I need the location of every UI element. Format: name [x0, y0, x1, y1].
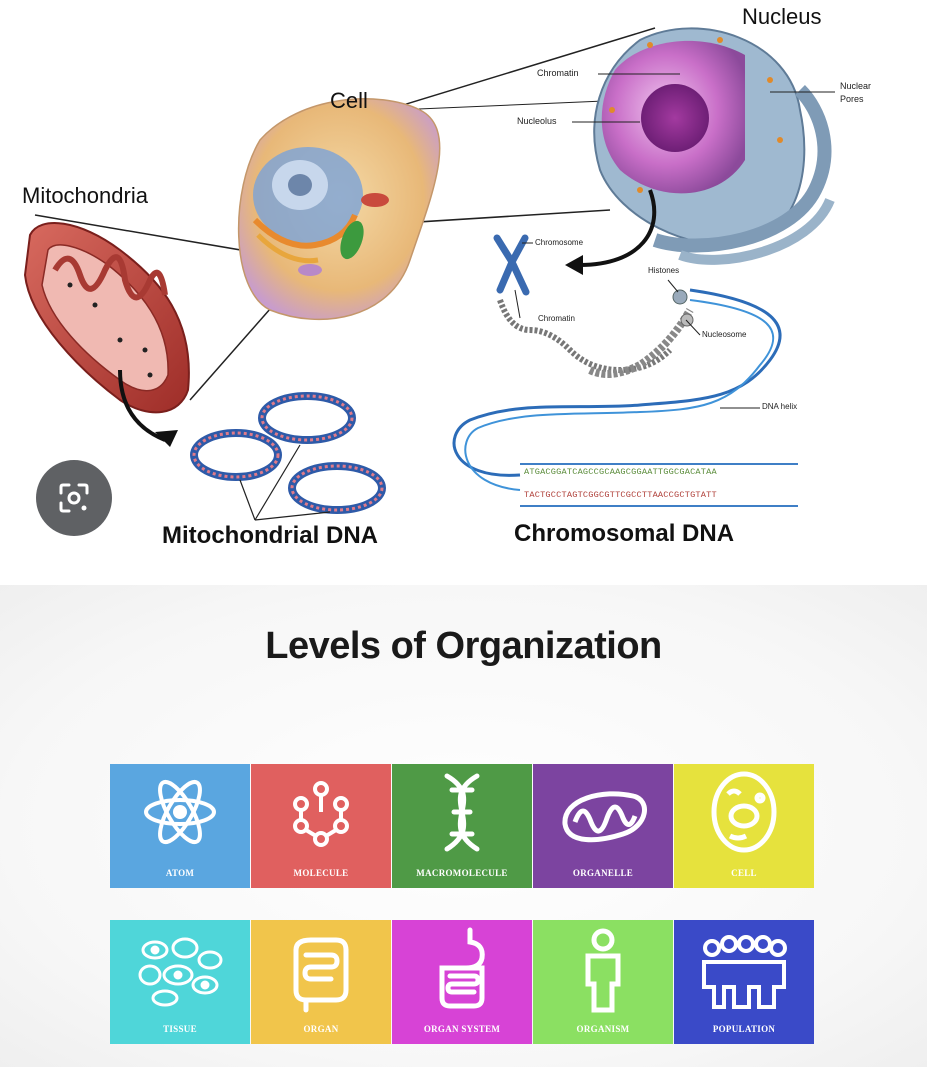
cell-icon: [711, 771, 777, 853]
level-tile-organ: Organ: [251, 920, 391, 1044]
level-tile-organelle: Organelle: [533, 764, 673, 888]
chromosome-illustration: [493, 234, 533, 319]
diagram-illustration: [23, 27, 835, 521]
level-tile-molecule: Molecule: [251, 764, 391, 888]
molecule-icon: [293, 781, 349, 847]
chromosome-label: Chromosome: [535, 238, 584, 247]
cell-label: Cell: [330, 88, 368, 113]
chromatin-label: Chromatin: [537, 68, 579, 78]
level-tile-organ-system: Organ System: [392, 920, 532, 1044]
level-label: Tissue: [163, 1024, 197, 1034]
lens-search-button[interactable]: [36, 460, 112, 536]
dna-helix-label: DNA helix: [762, 402, 798, 411]
nuclear-pores-label: Nuclear Pores: [840, 81, 872, 104]
dna-sequence-top: ATGACGGATCAGCCGCAAGCGGAATTGGCGACATAA: [524, 467, 717, 477]
levels-of-organization-panel: Levels of Organization Atom Molecule Macro…: [0, 585, 927, 1067]
level-label: Organism: [576, 1024, 630, 1034]
mitochondrial-dna-label: Mitochondrial DNA: [162, 522, 378, 549]
level-label: Macromolecule: [416, 868, 508, 878]
mitochondrial-dna-rings: [190, 392, 386, 521]
group-icon: [702, 935, 787, 1009]
dna-icon: [444, 773, 480, 852]
level-tile-organism: Organism: [533, 920, 673, 1044]
dna-helix-illustration: [452, 288, 798, 507]
cell-illustration: [237, 98, 441, 321]
nucleus-label: Nucleus: [742, 4, 822, 29]
level-tile-atom: Atom: [110, 764, 250, 888]
level-label: Atom: [165, 868, 195, 878]
level-label: Organ: [303, 1024, 339, 1034]
level-label: Population: [712, 1024, 776, 1034]
levels-row-2: Tissue Organ Organ System Organism Populatio…: [110, 920, 815, 1044]
atom-icon: [144, 779, 216, 845]
level-label: Organelle: [572, 868, 634, 878]
digestive-system-icon: [439, 927, 485, 1009]
cell-dna-diagram: Nucleus Cell Mitochondria Chromatin Nucl…: [22, 4, 872, 549]
nucleus-illustration: [565, 27, 835, 275]
nucleosome-label: Nucleosome: [702, 330, 747, 339]
chromatin-coil-illustration: [497, 279, 701, 378]
level-label: Organ System: [423, 1024, 501, 1034]
lens-icon: [59, 483, 89, 513]
level-tile-macromolecule: Macromolecule: [392, 764, 532, 888]
intestine-icon: [293, 937, 349, 1013]
dna-sequence-bottom: TACTGCCTAGTCGGCGTTCGCCTTAACCGCTGTATT: [524, 490, 717, 500]
levels-row-1: Atom Molecule Macromolecule Organelle Cell: [110, 764, 815, 888]
mitochondrion-icon: [562, 791, 647, 843]
chromatin-lower-label: Chromatin: [538, 314, 575, 323]
mitochondrion-illustration: [23, 222, 190, 447]
mito-pointer-line: [34, 214, 271, 256]
tissue-icon: [138, 937, 223, 1007]
level-tile-population: Population: [674, 920, 814, 1044]
level-label: Molecule: [293, 868, 349, 878]
level-tile-tissue: Tissue: [110, 920, 250, 1044]
levels-title: Levels of Organization: [265, 625, 662, 667]
level-label: Cell: [731, 868, 757, 878]
level-tile-cell: Cell: [674, 764, 814, 888]
mitochondria-label: Mitochondria: [22, 183, 148, 208]
person-icon: [585, 928, 621, 1013]
nucleolus-label: Nucleolus: [517, 116, 557, 126]
chromosomal-dna-label: Chromosomal DNA: [514, 520, 735, 547]
histones-label: Histones: [648, 266, 680, 275]
